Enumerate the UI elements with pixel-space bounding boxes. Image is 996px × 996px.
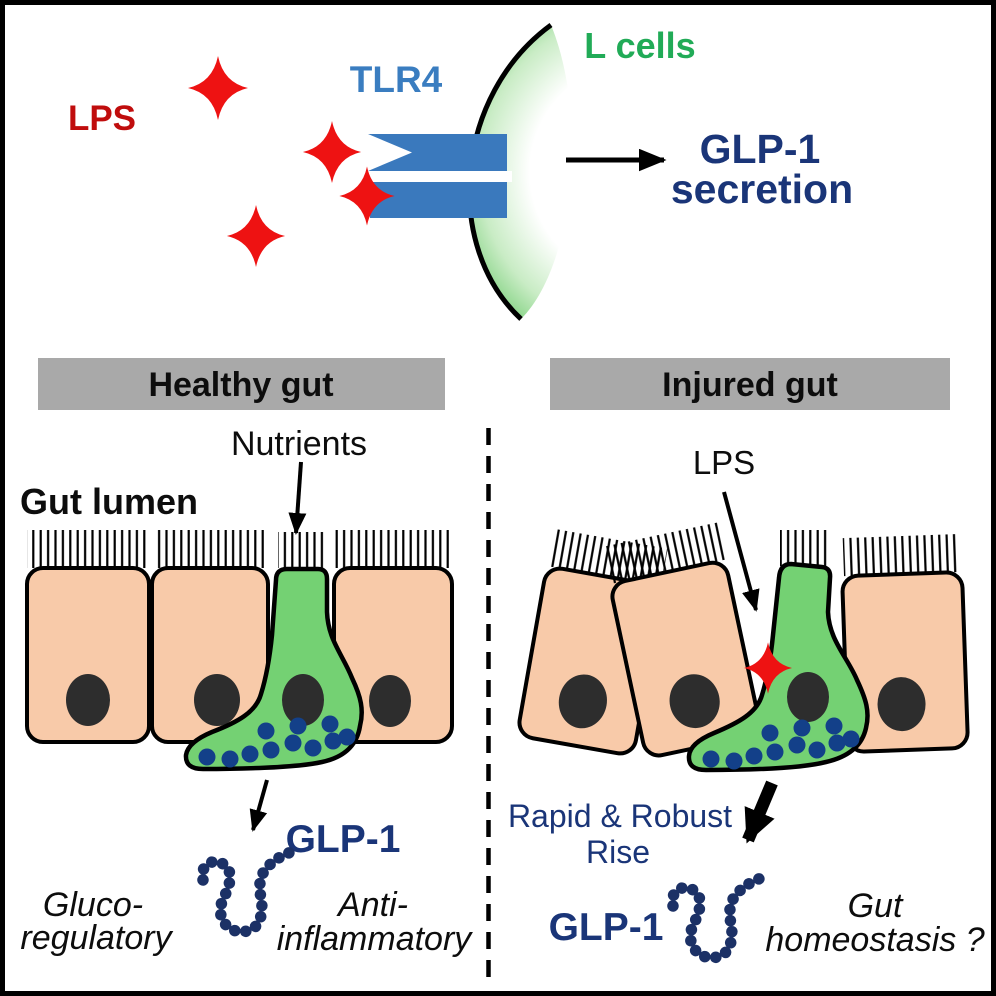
injured-gut-header bbox=[550, 358, 950, 410]
l-cell bbox=[183, 566, 364, 772]
healthy-gut-header bbox=[38, 358, 445, 410]
anti-inflammatory-label-line2: inflammatory bbox=[277, 920, 474, 958]
lps-molecule-star bbox=[302, 120, 362, 184]
secretory-vesicles bbox=[198, 715, 356, 768]
gluco-regulatory-label-line1: Gluco- bbox=[43, 886, 143, 924]
tlr4-receptor-bar-bottom bbox=[370, 182, 507, 218]
injured-gut-header-label: Injured gut bbox=[662, 366, 838, 404]
gut-lumen-label: Gut lumen bbox=[20, 481, 198, 522]
gut-homeostasis-label-line2: homeostasis ? bbox=[765, 921, 984, 959]
lps-label: LPS bbox=[68, 99, 136, 138]
cell-nucleus bbox=[558, 674, 607, 729]
microvilli bbox=[334, 530, 452, 568]
cell-nucleus bbox=[66, 674, 110, 726]
glp1-peptide-chain bbox=[672, 878, 761, 958]
glp1-surge-arrow bbox=[742, 780, 778, 844]
cell-nucleus bbox=[194, 674, 240, 726]
gluco-regulatory-label-line2: regulatory bbox=[20, 919, 173, 957]
glp1-release-arrow bbox=[249, 779, 269, 832]
healthy-gut-panel: Healthy gut Nutrients Gut lumen bbox=[20, 358, 473, 958]
gut-homeostasis-label-line1: Gut bbox=[848, 887, 904, 925]
epithelial-cell bbox=[25, 566, 151, 744]
lps-molecule-star bbox=[188, 56, 248, 120]
secretory-vesicles bbox=[702, 717, 860, 770]
glp1-label-healthy: GLP-1 bbox=[286, 818, 401, 861]
lps-molecule-star bbox=[226, 204, 286, 268]
epithelial-cell bbox=[840, 534, 970, 754]
microvilli bbox=[278, 532, 328, 568]
microvilli bbox=[27, 530, 149, 568]
l-cells-label: L cells bbox=[584, 25, 695, 66]
l-cell-membrane bbox=[469, 25, 573, 319]
receptor-gap bbox=[364, 171, 512, 182]
microvilli bbox=[153, 530, 267, 568]
cell-nucleus bbox=[369, 675, 411, 727]
rapid-robust-rise-label-line2: Rise bbox=[586, 834, 650, 870]
microvilli bbox=[842, 534, 960, 577]
tlr4-label: TLR4 bbox=[350, 59, 443, 100]
top-panel: LPS TLR4 L cells GLP-1 secretion bbox=[68, 22, 853, 321]
injured-gut-panel: Injured gut LPS bbox=[508, 358, 985, 959]
microvilli bbox=[780, 530, 830, 566]
nutrients-arrow bbox=[288, 461, 307, 535]
rapid-robust-rise-label-line1: Rapid & Robust bbox=[508, 798, 732, 834]
lps-label-injured: LPS bbox=[693, 444, 755, 481]
epithelial-cell bbox=[332, 566, 454, 744]
cell-nucleus bbox=[282, 674, 324, 726]
tlr4-receptor-bar-top bbox=[368, 134, 507, 171]
glp1-secretion-label-line1: GLP-1 bbox=[700, 126, 821, 172]
nutrients-label: Nutrients bbox=[231, 425, 367, 463]
cell-nucleus bbox=[669, 674, 720, 729]
cell-nucleus bbox=[787, 672, 829, 722]
lps-arrow bbox=[722, 491, 760, 612]
microvilli bbox=[603, 521, 729, 584]
anti-inflammatory-label-line1: Anti- bbox=[336, 886, 408, 924]
glp1-label-injured: GLP-1 bbox=[549, 906, 664, 949]
healthy-gut-header-label: Healthy gut bbox=[148, 366, 333, 404]
cell-nucleus bbox=[877, 677, 926, 732]
glp1-secretion-label-line2: secretion bbox=[671, 166, 853, 212]
